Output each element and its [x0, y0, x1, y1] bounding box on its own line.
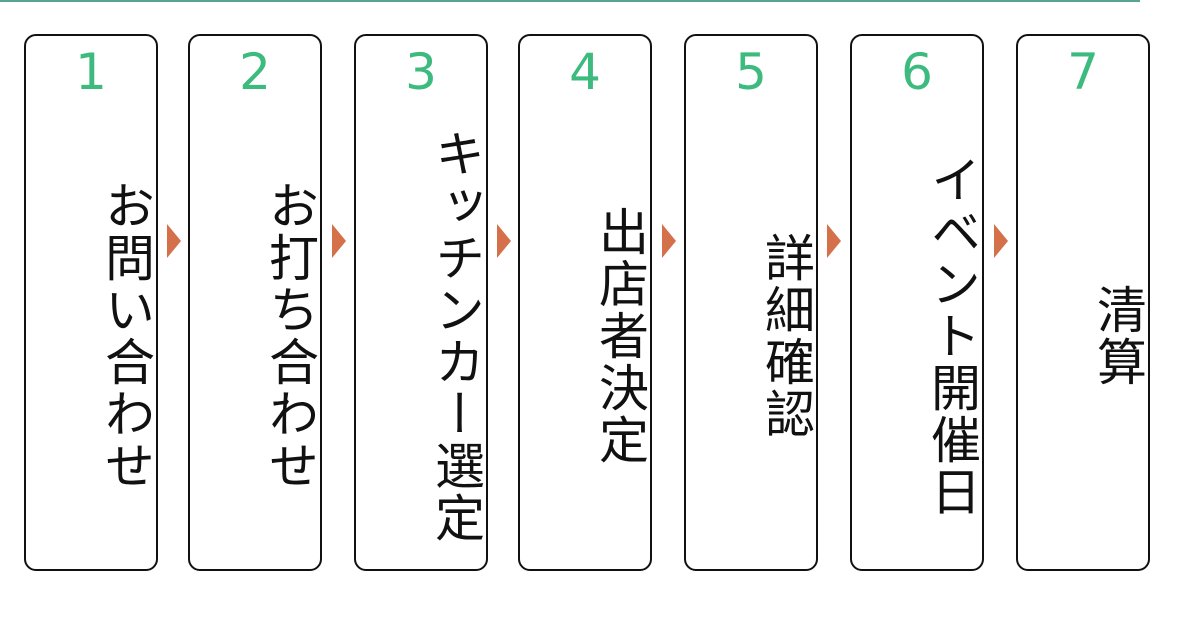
step-3-box: 3 キッチンカー選定 — [354, 34, 488, 571]
step-label: 詳細確認 — [757, 232, 815, 440]
step-label: イベント開催日 — [923, 154, 981, 518]
step-number: 1 — [75, 43, 107, 101]
step-4-box: 4 出店者決定 — [518, 34, 652, 571]
step-5-box: 5 詳細確認 — [684, 34, 818, 571]
arrow-right-icon — [662, 224, 676, 258]
arrow-right-icon — [332, 224, 346, 258]
arrow-right-icon — [497, 224, 511, 258]
step-2-box: 2 お打ち合わせ — [188, 34, 322, 571]
step-number: 2 — [239, 43, 271, 101]
step-6-box: 6 イベント開催日 — [850, 34, 984, 571]
step-label: お打ち合わせ — [261, 180, 319, 492]
top-rule — [0, 0, 1140, 2]
step-number: 7 — [1067, 43, 1099, 101]
arrow-right-icon — [167, 224, 181, 258]
step-number: 5 — [735, 43, 767, 101]
step-1-box: 1 お問い合わせ — [24, 34, 158, 571]
step-label: キッチンカー選定 — [427, 128, 485, 544]
step-number: 3 — [405, 43, 437, 101]
arrow-right-icon — [994, 224, 1008, 258]
step-number: 4 — [569, 43, 601, 101]
step-label: 出店者決定 — [591, 206, 649, 466]
step-7-box: 7 清算 — [1016, 34, 1150, 571]
step-label: 清算 — [1089, 284, 1147, 388]
arrow-right-icon — [827, 224, 841, 258]
step-number: 6 — [901, 43, 933, 101]
step-label: お問い合わせ — [97, 180, 155, 492]
